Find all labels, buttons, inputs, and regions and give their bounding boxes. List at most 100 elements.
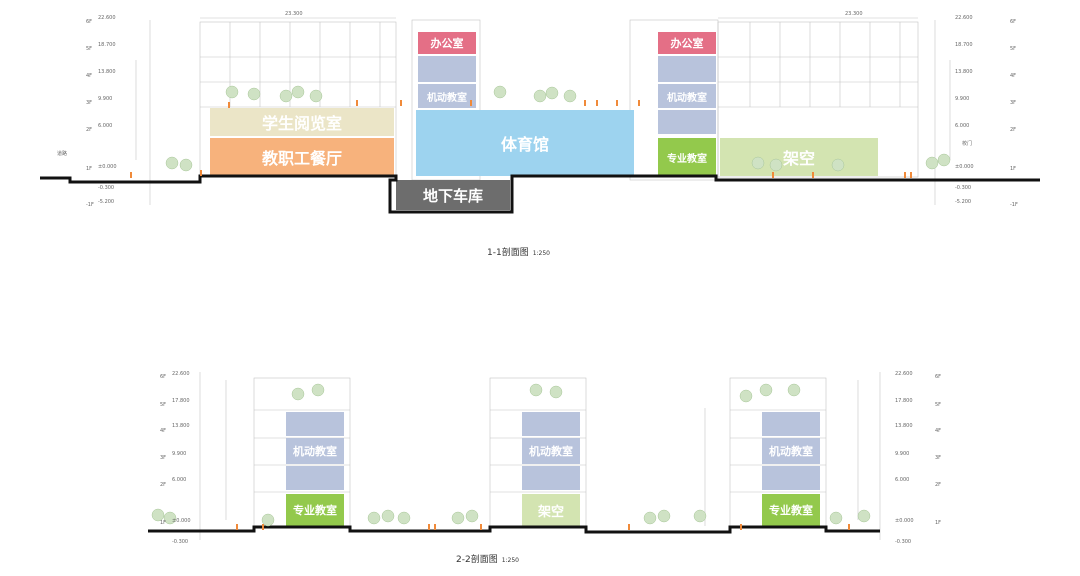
s2-floor-left-1: 5F <box>160 402 167 408</box>
s2-elev-left-0: 22.600 <box>172 371 190 377</box>
person-8 <box>616 100 618 106</box>
office-right-label: 办公室 <box>670 37 704 50</box>
s1-elev-left-5: ±0.000 <box>98 164 117 170</box>
s2-mobile-2-upper <box>522 412 580 436</box>
section-2-title: 2-2剖面图 <box>456 555 498 565</box>
s2-special-1-label: 专业教室 <box>293 504 337 517</box>
section-1-structure <box>135 17 951 205</box>
s2-elev-right-6: -0.300 <box>895 539 912 545</box>
person-17 <box>434 524 436 530</box>
s2-elev-left-4: 6.000 <box>172 477 187 483</box>
tree-3 <box>247 87 261 101</box>
s2-floor-left-3: 3F <box>160 455 167 461</box>
s2-special-1 <box>286 494 344 526</box>
garage-block <box>396 180 510 210</box>
s2-elev-left-1: 17.800 <box>172 398 190 404</box>
s2-elev-left-3: 9.900 <box>172 451 187 457</box>
s2-mobile-3-upper <box>762 412 820 436</box>
tree-20 <box>311 383 325 397</box>
section-1-scale: 1:250 <box>532 250 550 257</box>
tree-18 <box>261 513 275 527</box>
person-7 <box>596 100 598 106</box>
tree-2 <box>225 85 239 99</box>
s2-elev-left-5: ±0.000 <box>172 518 191 524</box>
tree-12 <box>769 158 783 172</box>
person-0 <box>130 172 132 178</box>
person-4 <box>400 100 402 106</box>
tree-25 <box>465 509 479 523</box>
tree-26 <box>529 383 543 397</box>
person-19 <box>628 524 630 530</box>
tree-24 <box>451 511 465 525</box>
tree-1 <box>179 158 193 172</box>
s1-floor-right-6: -1F <box>1010 202 1018 208</box>
tree-22 <box>381 509 395 523</box>
s1-floor-right-5: 1F <box>1010 166 1017 172</box>
s2-mobile-1-label: 机动教室 <box>293 445 337 458</box>
gym-label: 体育馆 <box>500 135 549 154</box>
mobile-left-label: 机动教室 <box>427 92 467 104</box>
dim-top-left: 23.300 <box>285 11 303 17</box>
person-16 <box>428 524 430 530</box>
s1-elev-left-2: 13.800 <box>98 69 116 75</box>
office-left-label: 办公室 <box>430 37 464 50</box>
tree-19 <box>291 387 305 401</box>
section-1-title: 1-1剖面图 <box>487 248 529 258</box>
s2-mobile-1 <box>286 438 344 464</box>
gate-note: 校门 <box>962 141 973 147</box>
person-18 <box>480 524 482 530</box>
s2-elev-right-1: 17.800 <box>895 398 913 404</box>
s2-elev-right-2: 13.800 <box>895 423 913 429</box>
mobile-right-block-upper <box>658 56 716 82</box>
s1-elev-left-7: -5.200 <box>98 199 115 205</box>
office-right-block <box>658 32 716 54</box>
tree-13 <box>831 158 845 172</box>
stilts-label: 架空 <box>782 149 815 168</box>
person-5 <box>470 100 472 106</box>
person-11 <box>812 172 814 178</box>
stilts-block <box>720 138 878 176</box>
tree-27 <box>549 385 563 399</box>
tree-17 <box>163 511 177 525</box>
mobile-left-block-upper <box>418 56 476 82</box>
s1-elev-right-4: 6.000 <box>955 123 970 129</box>
s1-floor-left-3: 3F <box>86 100 93 106</box>
gym-block <box>416 110 634 176</box>
tree-6 <box>309 89 323 103</box>
s1-floor-left-5: 1F <box>86 166 93 172</box>
tree-8 <box>533 89 547 103</box>
canteen-block <box>210 138 394 176</box>
s2-floor-right-5: 1F <box>935 520 942 526</box>
tree-0 <box>165 156 179 170</box>
s2-floor-right-1: 5F <box>935 402 942 408</box>
s2-mobile-3-lower <box>762 466 820 490</box>
s2-mobile-3-label: 机动教室 <box>769 445 813 458</box>
person-20 <box>740 524 742 530</box>
tree-7 <box>493 85 507 99</box>
s2-floor-left-2: 4F <box>160 428 167 434</box>
tree-35 <box>857 509 871 523</box>
tree-9 <box>545 86 559 100</box>
s2-floor-left-0: 6F <box>160 374 167 380</box>
tree-28 <box>643 511 657 525</box>
s2-special-2-label: 专业教室 <box>769 504 813 517</box>
s2-stilts <box>522 494 580 526</box>
special-classroom-label: 专业教室 <box>667 153 707 165</box>
person-9 <box>638 100 640 106</box>
ground-line-2 <box>148 525 880 534</box>
mobile-left-block <box>418 84 476 108</box>
person-2 <box>228 102 230 108</box>
s2-floor-right-3: 3F <box>935 455 942 461</box>
s2-elev-right-4: 6.000 <box>895 477 910 483</box>
canteen-label: 教职工餐厅 <box>261 149 342 168</box>
tree-21 <box>367 511 381 525</box>
s2-floor-left-4: 2F <box>160 482 167 488</box>
tree-32 <box>759 383 773 397</box>
person-13 <box>910 172 912 178</box>
road-note: 道路 <box>57 151 68 157</box>
person-3 <box>356 100 358 106</box>
s2-floor-right-4: 2F <box>935 482 942 488</box>
person-21 <box>848 524 850 530</box>
